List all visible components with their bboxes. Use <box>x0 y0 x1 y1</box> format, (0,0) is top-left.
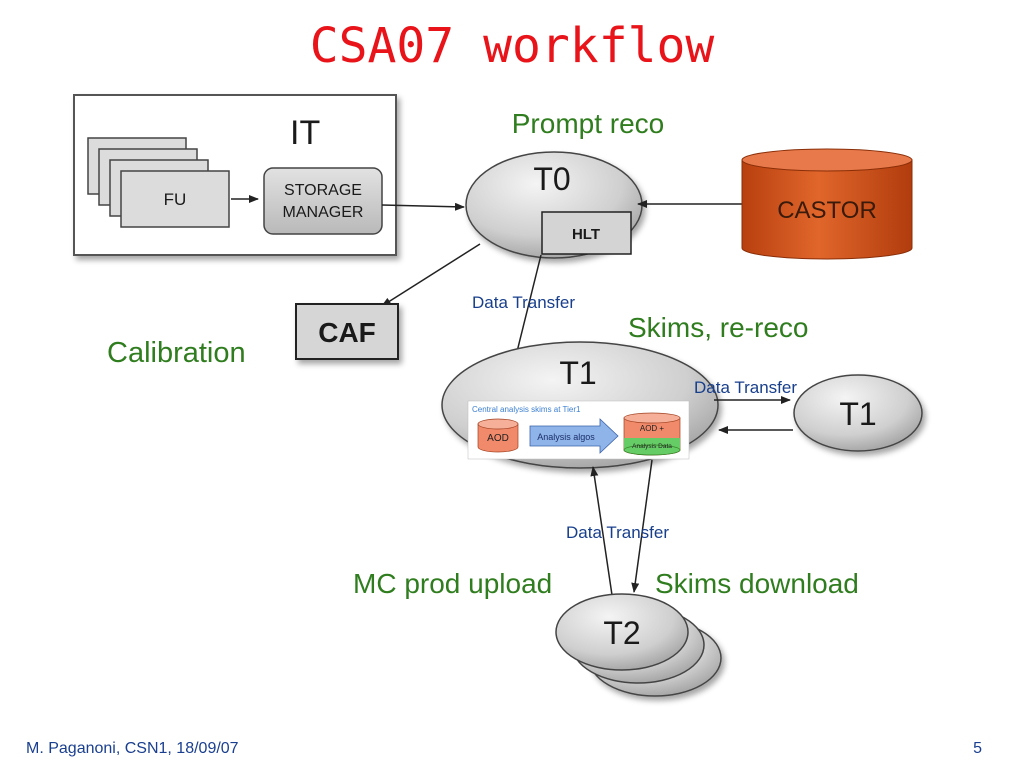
t2-ellipse <box>555 593 689 671</box>
storage-manager-box <box>263 167 383 235</box>
label-calibration: Calibration <box>107 337 246 369</box>
label-prompt-reco: Prompt reco <box>512 108 665 139</box>
footer-page-number: 5 <box>973 740 982 757</box>
storage-manager-line1: STORAGE <box>284 182 362 199</box>
t2-label: T2 <box>603 615 640 651</box>
skims-aod: AOD <box>487 433 509 444</box>
label-mc-upload: MC prod upload <box>353 568 552 599</box>
arrow-t1-to-t2 <box>631 459 653 593</box>
t1-side-label: T1 <box>839 396 876 432</box>
t1-side-node: T1 <box>793 374 923 452</box>
arrow-storage-t0 <box>381 202 465 211</box>
skims-caption: Central analysis skims at Tier1 <box>472 405 581 414</box>
castor-label: CASTOR <box>777 197 877 224</box>
skims-inset: Central analysis skims at Tier1 AOD Anal… <box>467 400 690 460</box>
caf-label: CAF <box>318 317 376 348</box>
t1-main-label: T1 <box>559 355 596 391</box>
it-box: IT FU STORAGE MANAGER <box>73 94 397 256</box>
skims-out-bottom: Analysis Data <box>632 443 672 450</box>
t0-label: T0 <box>533 161 570 197</box>
footer-author-date: M. Paganoni, CSN1, 18/09/07 <box>26 740 239 757</box>
arrow-t0-caf <box>381 243 481 307</box>
slide-title: CSA07 workflow <box>309 18 715 74</box>
castor-cylinder: CASTOR <box>741 148 913 260</box>
skims-arrow-label: Analysis algos <box>537 432 595 442</box>
hlt-box <box>541 211 632 255</box>
t0-node: T0 HLT <box>465 151 643 259</box>
label-data-transfer-t1-t1: Data Transfer <box>694 378 797 397</box>
label-skims-rereco: Skims, re-reco <box>628 312 808 343</box>
it-label: IT <box>290 114 320 152</box>
label-data-transfer-t1-t2: Data Transfer <box>566 523 669 542</box>
label-data-transfer-t0-t1: Data Transfer <box>472 293 575 312</box>
skims-out-top: AOD + <box>640 424 665 433</box>
storage-manager-line2: MANAGER <box>283 204 364 221</box>
hlt-label: HLT <box>572 226 600 243</box>
fu-label: FU <box>164 190 187 209</box>
fu-card <box>120 170 230 228</box>
arrow-t2-to-t1 <box>590 466 613 596</box>
caf-box: CAF <box>295 303 399 360</box>
t1-main-node: T1 Central analysis skims at Tier1 AOD A… <box>441 341 719 469</box>
t2-node: T2 <box>555 593 722 697</box>
label-skims-download: Skims download <box>655 568 859 599</box>
